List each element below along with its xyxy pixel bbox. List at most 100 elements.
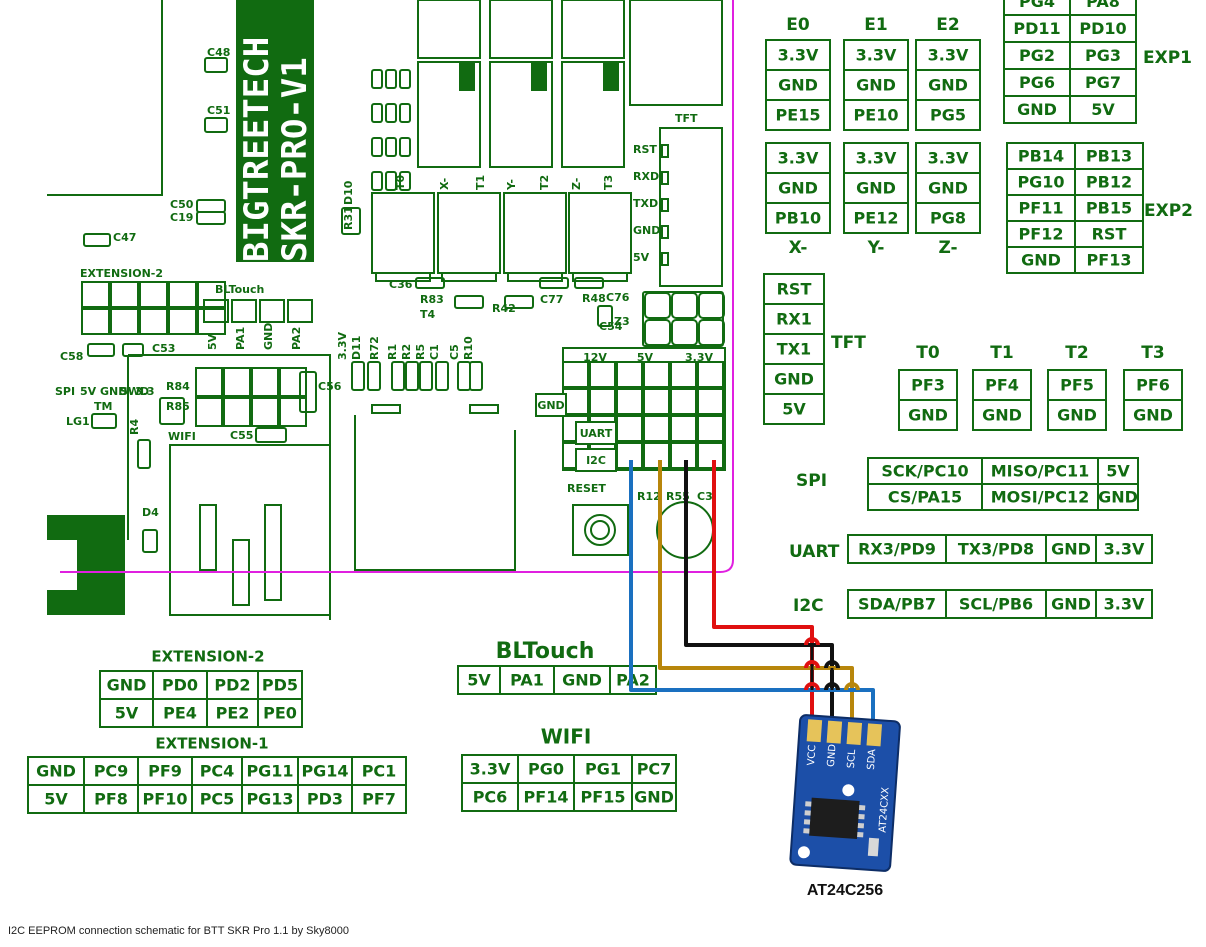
board-header-pin xyxy=(697,442,724,469)
jumper-pad xyxy=(371,171,383,191)
board-header-pin xyxy=(643,361,670,388)
pin-label: PG11 xyxy=(246,762,293,781)
board-header-pin xyxy=(697,361,724,388)
jumper-pad xyxy=(371,103,383,123)
pin-label: TX1 xyxy=(777,340,811,359)
pin-label: PB12 xyxy=(1086,173,1132,192)
module-pin-vcc: VCC xyxy=(806,744,818,766)
smd-component xyxy=(574,277,604,289)
pin-label: PG4 xyxy=(1019,0,1055,11)
spi-header-pin xyxy=(698,292,725,319)
board-bltouch-pin-label: GND xyxy=(262,323,275,350)
ref-designator: D4 xyxy=(142,506,159,519)
ref-designator: C56 xyxy=(318,380,342,393)
ref-designator: R5 xyxy=(414,344,427,360)
ref-designator: SWD xyxy=(120,385,149,398)
pin-cell xyxy=(1003,14,1071,43)
board-model-text: SKR-PRO-V1 xyxy=(275,57,315,262)
motor-silk-label: Z- xyxy=(570,178,583,190)
pin-label: PD11 xyxy=(1013,19,1060,38)
board-bltouch-pin-label: PA2 xyxy=(290,327,303,350)
pin-label: PC1 xyxy=(362,762,397,781)
pin-cell xyxy=(553,665,611,695)
pin-label: GND xyxy=(928,76,968,95)
board-tft-pin-label: RXD xyxy=(633,170,659,183)
pin-label: GND xyxy=(928,179,968,198)
spi-header-pin xyxy=(644,292,671,319)
pin-label: PE4 xyxy=(163,704,197,723)
board-tft-pin xyxy=(661,252,669,266)
pin-label: PF8 xyxy=(94,790,128,809)
ref-designator: C1 xyxy=(428,344,441,360)
pin-cell xyxy=(631,754,677,784)
smd-component xyxy=(351,361,365,391)
pin-cell xyxy=(1074,168,1144,196)
pin-label: PF9 xyxy=(148,762,182,781)
jumper-pad xyxy=(385,69,397,89)
pin-label: 3.3V xyxy=(856,46,897,65)
endstop-axis-label: X- xyxy=(789,238,808,258)
endstop-col-label: E1 xyxy=(864,15,887,35)
ref-designator: C48 xyxy=(207,46,230,59)
ref-designator: Z3 xyxy=(614,315,630,328)
pin-label: GND xyxy=(1098,488,1138,507)
pin-cell xyxy=(1097,483,1139,511)
smd-component xyxy=(539,277,569,289)
pin-label: PF4 xyxy=(985,376,1019,395)
module-pin-gnd: GND xyxy=(826,743,839,767)
board-header-pin xyxy=(110,281,139,308)
pin-label: PE0 xyxy=(263,704,297,723)
smd-component xyxy=(137,439,151,469)
board-tft-pin xyxy=(661,144,669,158)
motor-silk-label: X- xyxy=(438,178,451,190)
ref-designator: 3.3 xyxy=(135,385,155,398)
pin-cell xyxy=(898,399,958,431)
motor-silk-label: T0 xyxy=(394,174,407,190)
smd-component xyxy=(91,413,117,429)
pin-label: 5V xyxy=(1091,100,1115,119)
board-header-col-label: 12V xyxy=(583,351,607,364)
pin-cell xyxy=(1003,41,1071,70)
pin-cell xyxy=(191,784,243,814)
pin-label: PG8 xyxy=(930,209,966,228)
connection-wires xyxy=(629,460,875,735)
smd-component xyxy=(391,361,405,391)
pin-label: PG0 xyxy=(528,760,564,779)
pin-cell xyxy=(1069,14,1137,43)
jumper-pad xyxy=(399,103,411,123)
driver-socket-base xyxy=(441,272,497,282)
ref-designator: C53 xyxy=(152,342,175,355)
pin-cell xyxy=(461,754,519,784)
extension1-label: EXTENSION-1 xyxy=(155,735,268,753)
ref-designator: LG1 xyxy=(66,415,90,428)
pin-cell xyxy=(972,369,1032,401)
thermistor-label: T2 xyxy=(1065,343,1088,363)
pin-cell xyxy=(99,698,154,728)
motor-silk-label: T2 xyxy=(538,175,551,190)
pin-label: 5V xyxy=(782,400,806,419)
smd-component xyxy=(454,295,484,309)
ref-designator: D11 xyxy=(350,336,363,360)
fan-connector-key xyxy=(459,61,475,91)
extension2-label: EXTENSION-2 xyxy=(151,648,264,666)
ref-designator: C51 xyxy=(207,104,230,117)
smd-component xyxy=(204,117,228,133)
pin-label: PE10 xyxy=(854,106,899,125)
pin-label: PD5 xyxy=(262,676,298,695)
pin-cell xyxy=(763,303,825,335)
bltouch-label: BLTouch xyxy=(496,639,595,664)
pin-label: PD2 xyxy=(214,676,250,695)
pin-cell xyxy=(765,172,831,204)
pin-cell xyxy=(765,99,831,131)
driver-socket xyxy=(371,192,435,274)
pin-label: PG7 xyxy=(1085,73,1121,92)
ref-designator: R48 xyxy=(582,292,606,305)
pin-label: 5V xyxy=(115,704,139,723)
